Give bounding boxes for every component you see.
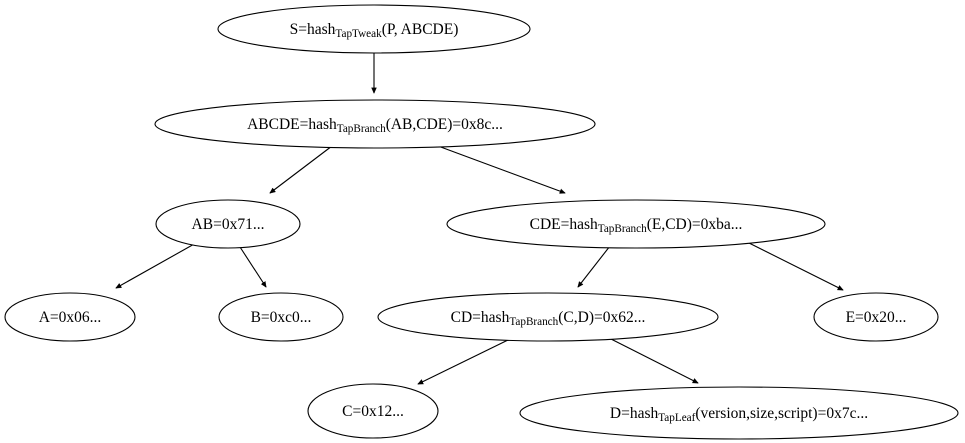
node-s[interactable]: S=hashTapTweak(P, ABCDE)	[217, 4, 531, 54]
edge-line	[418, 338, 511, 385]
node-cd[interactable]: CD=hashTapBranch(C,D)=0x62...	[377, 292, 719, 342]
edge-line	[239, 246, 266, 287]
node-label-c: C=0x12...	[342, 403, 404, 420]
node-outline-ab[interactable]	[155, 199, 301, 249]
edge-ab-to-b	[239, 246, 266, 287]
edge-ab-to-a	[116, 242, 197, 289]
node-c[interactable]: C=0x12...	[307, 383, 439, 439]
edge-cde-to-cd	[578, 245, 611, 287]
node-outline-cd[interactable]	[377, 292, 719, 342]
node-label-ab: AB=0x71...	[192, 216, 265, 233]
nodes-layer: S=hashTapTweak(P, ABCDE) ABCDE=hashTapBra…	[4, 4, 959, 440]
node-outline-b[interactable]	[218, 292, 344, 342]
node-outline-abcde[interactable]	[154, 99, 596, 149]
node-label-cde: CDE=hashTapBranch(E,CD)=0xba...	[530, 216, 743, 235]
node-label-a: A=0x06...	[39, 309, 102, 326]
node-b[interactable]: B=0xc0...	[218, 292, 344, 342]
edge-line	[608, 337, 698, 384]
node-outline-c[interactable]	[307, 383, 439, 439]
edges-layer	[116, 53, 843, 385]
node-cde[interactable]: CDE=hashTapBranch(E,CD)=0xba...	[446, 199, 826, 249]
node-label-e: E=0x20...	[846, 309, 907, 326]
node-a[interactable]: A=0x06...	[4, 292, 136, 342]
node-label-d: D=hashTapLeaf(version,size,script)=0x7c.…	[610, 405, 868, 424]
edge-line	[746, 241, 843, 291]
edge-abcde-to-cde	[437, 145, 565, 193]
node-outline-cde[interactable]	[446, 199, 826, 249]
edge-cde-to-e	[746, 241, 843, 291]
edge-cd-to-c	[418, 338, 511, 385]
node-d[interactable]: D=hashTapLeaf(version,size,script)=0x7c.…	[519, 386, 959, 440]
node-ab[interactable]: AB=0x71...	[155, 199, 301, 249]
node-abcde[interactable]: ABCDE=hashTapBranch(AB,CDE)=0x8c...	[154, 99, 596, 149]
node-label-s: S=hashTapTweak(P, ABCDE)	[290, 21, 459, 40]
edge-cd-to-d	[608, 337, 698, 384]
node-outline-e[interactable]	[813, 292, 939, 342]
node-label-abcde: ABCDE=hashTapBranch(AB,CDE)=0x8c...	[247, 116, 503, 135]
node-outline-a[interactable]	[4, 292, 136, 342]
node-outline-d[interactable]	[519, 386, 959, 440]
node-e[interactable]: E=0x20...	[813, 292, 939, 342]
edge-line	[116, 242, 197, 289]
node-outline-s[interactable]	[217, 4, 531, 54]
edge-line	[437, 145, 565, 193]
node-label-cd: CD=hashTapBranch(C,D)=0x62...	[451, 309, 646, 328]
edge-abcde-to-ab	[270, 145, 333, 193]
edge-line	[578, 245, 611, 287]
node-label-b: B=0xc0...	[251, 309, 312, 326]
edge-line	[270, 145, 333, 193]
